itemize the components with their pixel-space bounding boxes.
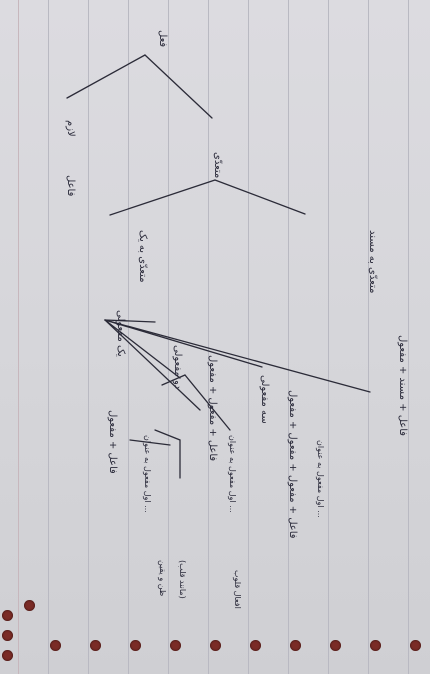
label-note-1: ظن و یقین xyxy=(158,560,167,596)
ruled-line xyxy=(208,0,209,674)
binder-hole xyxy=(370,640,381,651)
label-note-2: (مانند قلب) xyxy=(178,560,187,599)
tree-branch xyxy=(109,179,216,216)
margin-line xyxy=(18,0,19,674)
bracket xyxy=(154,429,181,479)
ruled-line xyxy=(288,0,289,674)
label-avval-mafool-3: اول مفعول به عنوان ... xyxy=(316,440,325,518)
ruled-line xyxy=(368,0,369,674)
tree-branch xyxy=(104,319,371,393)
binder-hole xyxy=(24,600,35,611)
label-do-mafooli: دو مفعولی xyxy=(172,345,183,389)
tree-branch xyxy=(66,54,146,99)
ruled-line xyxy=(88,0,89,674)
binder-hole xyxy=(170,640,181,651)
tree-branch xyxy=(104,319,263,368)
binder-hole xyxy=(290,640,301,651)
label-fael-mafool: فاعل + مفعول xyxy=(107,410,118,474)
tree-branch xyxy=(214,179,306,215)
tree-branch xyxy=(104,319,156,323)
label-avval-mafool-2: اول مفعول به عنوان ... xyxy=(228,435,237,513)
ruled-line xyxy=(128,0,129,674)
bracket xyxy=(129,439,171,446)
binder-hole xyxy=(330,640,341,651)
ruled-line xyxy=(408,0,409,674)
binder-hole xyxy=(130,640,141,651)
binder-hole xyxy=(210,640,221,651)
label-fael: فاعل xyxy=(65,175,76,197)
label-note-3: افعال قلوب xyxy=(233,570,242,609)
tree-branch xyxy=(144,54,213,119)
binder-hole xyxy=(2,630,13,641)
binder-hole xyxy=(410,640,421,651)
tree-branch xyxy=(104,319,181,379)
binder-hole xyxy=(90,640,101,651)
label-root: فعل xyxy=(157,30,168,47)
label-mafool-1: یک مفعولی xyxy=(115,310,126,357)
binder-hole xyxy=(2,610,13,621)
ruled-line xyxy=(48,0,49,674)
ruled-line xyxy=(328,0,329,674)
binder-hole xyxy=(50,640,61,651)
label-moteaddi-be-yek: متعدّی به یک xyxy=(137,230,148,283)
label-avval-mafool-1: اول مفعول به عنوان ... xyxy=(143,435,152,513)
label-se-mafooli: سه مفعولی xyxy=(259,375,270,424)
label-moteaddi: متعدّی xyxy=(212,152,223,178)
label-fael-mosnad-mafool: فاعل + مسند + مفعول xyxy=(397,335,408,436)
label-fael-mafool-mafool-mafool: فاعل + مفعول + مفعول + مفعول xyxy=(287,390,298,539)
ruled-line xyxy=(248,0,249,674)
tree-branch xyxy=(161,374,186,386)
tree-branch xyxy=(184,374,231,431)
label-fael-mafool-mafool: فاعل + مفعول + مفعول xyxy=(207,355,218,461)
tree-branch xyxy=(104,319,201,411)
binder-hole xyxy=(250,640,261,651)
binder-hole xyxy=(2,650,13,661)
label-moteaddi-be-mosnad: متعدّی به مسند xyxy=(367,230,378,293)
label-lazem: لازم xyxy=(65,120,76,137)
